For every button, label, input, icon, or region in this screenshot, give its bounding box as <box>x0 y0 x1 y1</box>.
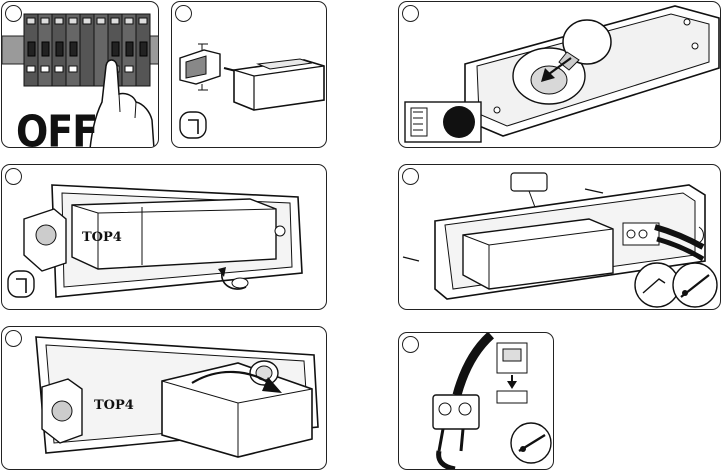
step-number-circle <box>175 5 192 22</box>
step-number-circle <box>402 336 419 353</box>
wiring-illustration <box>399 165 721 310</box>
step-number-circle <box>5 330 22 347</box>
lamp-insert-illustration <box>399 2 721 148</box>
step-number-circle <box>5 5 22 22</box>
panel-step-4: TOP4 <box>1 164 327 310</box>
gear-tray-close-illustration: TOP4 <box>2 327 327 470</box>
top4-brand-text: TOP4 <box>82 230 122 245</box>
panel-step-1: OFF <box>1 1 159 148</box>
panel-step-6: TOP4 <box>1 326 327 470</box>
panel-step-7 <box>398 332 554 470</box>
panel-step-5 <box>398 164 721 310</box>
gear-tray-open-illustration: TOP4 <box>2 165 327 310</box>
step-number-circle <box>5 168 22 185</box>
panel-step-2 <box>171 1 327 148</box>
top4-brand-text: TOP4 <box>94 398 134 413</box>
step-number-circle <box>402 168 419 185</box>
step-number-circle <box>402 5 419 22</box>
panel-step-3 <box>398 1 721 148</box>
gear-tray-illustration <box>172 2 327 148</box>
terminal-connection-illustration <box>399 333 554 470</box>
off-label: OFF <box>16 106 97 148</box>
